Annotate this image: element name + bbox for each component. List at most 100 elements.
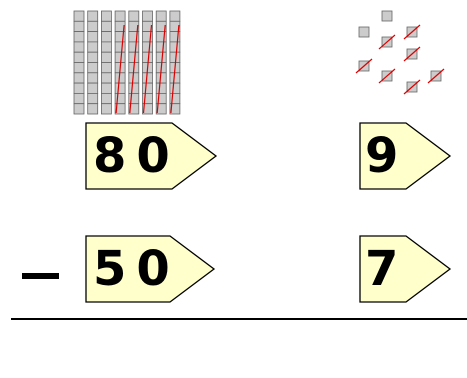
ones-cube-crossed xyxy=(378,68,396,84)
rod-cube xyxy=(87,72,99,84)
rod-cube xyxy=(87,10,99,22)
cross-out-mark xyxy=(378,34,396,50)
top-ones-value: 9 xyxy=(365,128,409,184)
rod-cube xyxy=(73,72,85,84)
rod-cube xyxy=(101,72,112,84)
ones-cube-crossed xyxy=(403,79,421,95)
rod-cube xyxy=(73,10,85,22)
rod-cube xyxy=(114,41,126,53)
cross-out-mark xyxy=(115,24,125,114)
rod-cube xyxy=(128,51,140,63)
cross-out-mark xyxy=(129,24,139,114)
rod-cube xyxy=(114,51,126,63)
rod-cube xyxy=(101,51,112,63)
ones-cube xyxy=(358,26,370,38)
rod-cube xyxy=(155,51,167,63)
rod-cube xyxy=(142,10,153,22)
rod-cube xyxy=(114,103,126,115)
rod-cube xyxy=(101,10,112,22)
tens-rod xyxy=(73,10,85,115)
rod-cube xyxy=(73,62,85,74)
bottom-tens-value: 50 xyxy=(93,241,180,297)
cross-out-mark xyxy=(142,24,153,114)
rod-cube xyxy=(87,20,99,32)
cross-out-mark xyxy=(403,46,421,62)
rod-cube xyxy=(128,82,140,94)
rod-cube xyxy=(169,103,181,115)
cross-out-mark xyxy=(427,68,445,84)
tens-rod xyxy=(114,10,126,115)
ones-cube-crossed xyxy=(403,46,421,62)
rod-cube xyxy=(169,82,181,94)
rod-cube xyxy=(73,41,85,53)
cross-out-mark xyxy=(170,24,180,114)
bottom-ones-value: 7 xyxy=(365,241,409,297)
rod-cube xyxy=(169,41,181,53)
cross-out-mark xyxy=(355,58,373,74)
rod-cube xyxy=(87,51,99,63)
tens-rod xyxy=(142,10,153,115)
tens-rod xyxy=(101,10,112,115)
pentagon-arrow-shape xyxy=(359,235,452,303)
rod-cube xyxy=(155,103,167,115)
ones-cubes-group xyxy=(355,10,445,95)
rod-cube xyxy=(73,82,85,94)
tens-rods-group xyxy=(73,10,181,115)
rod-cube xyxy=(169,10,181,22)
pentagon-arrow-shape xyxy=(359,122,452,190)
rod-cube xyxy=(87,82,99,94)
answer-line xyxy=(11,318,467,320)
rod-cube xyxy=(87,31,99,43)
ones-cube-crossed xyxy=(378,34,396,50)
rod-cube xyxy=(101,93,112,105)
tens-rod xyxy=(169,10,181,115)
cross-out-mark xyxy=(403,24,421,40)
rod-cube xyxy=(114,10,126,22)
rod-cube xyxy=(101,20,112,32)
rod-cube xyxy=(73,103,85,115)
cross-out-mark xyxy=(378,68,396,84)
tens-rod xyxy=(87,10,99,115)
rod-cube xyxy=(101,31,112,43)
rod-cube xyxy=(155,41,167,53)
ones-cube-crossed xyxy=(355,58,373,74)
ones-cube-crossed xyxy=(427,68,445,84)
ones-cube xyxy=(381,10,393,22)
minus-sign xyxy=(22,273,59,279)
rod-cube xyxy=(101,103,112,115)
rod-cube xyxy=(73,20,85,32)
rod-cube xyxy=(73,31,85,43)
tens-rod xyxy=(155,10,167,115)
rod-cube xyxy=(87,93,99,105)
bottom-tens-card: 50 xyxy=(85,235,216,303)
rod-cube xyxy=(128,103,140,115)
rod-cube xyxy=(101,82,112,94)
rod-cube xyxy=(155,82,167,94)
rod-cube xyxy=(142,82,153,94)
cross-out-mark xyxy=(156,24,166,114)
top-ones-card: 9 xyxy=(359,122,452,190)
rod-cube xyxy=(128,10,140,22)
rod-cube xyxy=(87,103,99,115)
rod-cube xyxy=(87,62,99,74)
ones-cube-crossed xyxy=(403,24,421,40)
rod-cube xyxy=(142,51,153,63)
rod-cube xyxy=(73,51,85,63)
rod-cube xyxy=(155,10,167,22)
rod-cube xyxy=(128,41,140,53)
pentagon-arrow-shape xyxy=(85,235,216,303)
top-tens-card: 80 xyxy=(85,122,218,190)
rod-cube xyxy=(142,41,153,53)
pentagon-arrow-shape xyxy=(85,122,218,190)
rod-cube xyxy=(114,82,126,94)
cross-out-mark xyxy=(403,79,421,95)
bottom-ones-card: 7 xyxy=(359,235,452,303)
rod-cube xyxy=(101,41,112,53)
tens-rod xyxy=(128,10,140,115)
rod-cube xyxy=(169,51,181,63)
top-tens-value: 80 xyxy=(93,128,180,184)
rod-cube xyxy=(87,41,99,53)
rod-cube xyxy=(73,93,85,105)
rod-cube xyxy=(142,103,153,115)
